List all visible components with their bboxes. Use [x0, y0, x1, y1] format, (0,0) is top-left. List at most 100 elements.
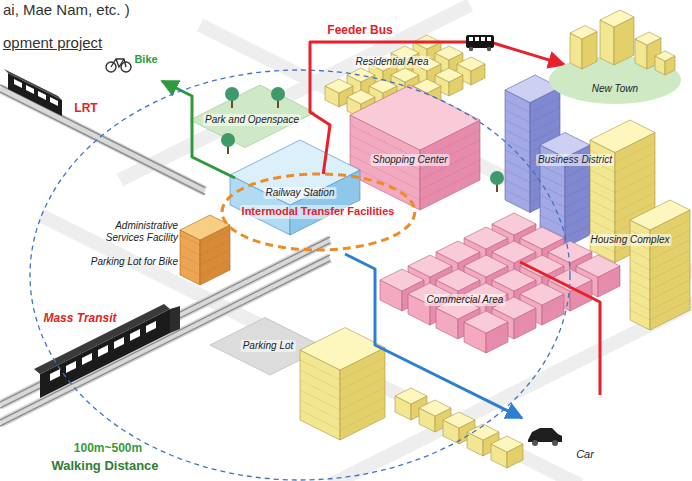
floor-line — [540, 175, 590, 188]
floor-line — [505, 118, 560, 133]
building-face — [350, 85, 480, 150]
transfer-zone: Intermodal Transfer Facilities — [220, 172, 417, 252]
area-label: Mass Transit — [43, 311, 116, 325]
building-face — [457, 57, 485, 71]
building-block — [230, 140, 360, 235]
floor-line — [630, 290, 690, 310]
car-wheel — [552, 440, 558, 446]
train-window — [50, 369, 60, 381]
mass-transit-front — [170, 306, 180, 333]
building-face — [391, 68, 419, 82]
bike-frame — [116, 59, 124, 67]
bus-window — [469, 37, 473, 41]
building-face — [492, 213, 536, 235]
building-block — [300, 328, 385, 441]
bike-icon — [106, 59, 131, 72]
train-window — [146, 321, 156, 333]
bike-frame — [111, 59, 126, 67]
floor-line — [630, 300, 690, 320]
zone-label: Intermodal Transfer Facilities — [240, 205, 397, 218]
area-label: Residential Area — [353, 56, 430, 68]
floor-line — [540, 185, 590, 198]
building-face — [548, 241, 592, 263]
building-block — [350, 85, 480, 210]
train-window — [114, 337, 124, 349]
area-label: Railway Station — [264, 187, 337, 199]
building-face — [655, 51, 675, 61]
floor-line — [540, 195, 590, 208]
transfer-outline — [222, 174, 415, 250]
building-block — [655, 51, 675, 75]
building-face — [464, 255, 508, 277]
area-label: 100m~500m — [72, 441, 144, 455]
building-face — [464, 311, 508, 333]
building-face — [520, 227, 564, 249]
tree-crown — [225, 87, 239, 101]
park-area — [190, 85, 315, 148]
tree-crown — [271, 87, 285, 101]
floor-line — [630, 270, 690, 290]
area-label: Commercial Area — [425, 294, 506, 306]
building-block — [570, 26, 597, 70]
town-buildings — [570, 10, 675, 75]
building-block — [180, 215, 230, 285]
building-face — [464, 227, 508, 249]
floor-line — [630, 280, 690, 300]
building-face — [600, 20, 614, 65]
area-label: opment project — [3, 34, 102, 52]
bus-body — [466, 35, 494, 48]
building-face — [435, 68, 463, 82]
building-face — [436, 269, 480, 291]
bus-window — [475, 37, 479, 41]
building-face — [325, 79, 353, 93]
car-wheel — [532, 440, 538, 446]
building-face — [230, 140, 360, 205]
bus-window — [487, 37, 491, 41]
area-label: Parking Lot — [241, 340, 296, 352]
area-label: Administrative Services Facility — [92, 220, 178, 244]
building-face — [436, 241, 480, 263]
building-face — [369, 79, 397, 93]
train-window — [130, 329, 140, 341]
illustration-top — [4, 69, 600, 480]
building-face — [600, 10, 634, 27]
tree-crown — [490, 171, 504, 185]
rail-bed — [0, 258, 330, 423]
building-face — [491, 436, 523, 452]
floor-line — [540, 215, 590, 228]
rail-track — [0, 237, 330, 426]
building-face — [505, 90, 530, 213]
car-icon — [528, 428, 562, 446]
rail-track — [0, 85, 205, 195]
building-face — [408, 255, 452, 277]
building-face — [347, 90, 375, 104]
zone-label: New Town — [592, 83, 638, 95]
route-label: Feeder Bus — [325, 23, 394, 37]
bike-route-arrow — [162, 81, 235, 178]
building-block — [600, 10, 634, 65]
area-label: Business District — [536, 154, 614, 166]
train-window — [38, 91, 46, 100]
floor-line — [590, 193, 655, 213]
floor-line — [540, 205, 590, 218]
area-label: Housing Complex — [589, 234, 672, 246]
train-window — [66, 361, 76, 373]
floor-line — [630, 260, 690, 280]
bus-route-arrow — [310, 42, 564, 174]
area-label: Bike — [134, 53, 157, 66]
train-window — [82, 353, 92, 365]
area-label: Walking Distance — [49, 458, 160, 474]
train-window — [26, 85, 34, 94]
area-label: Park and Openspace — [203, 114, 301, 126]
train-window — [50, 97, 58, 106]
building-face — [576, 255, 620, 277]
floor-line — [630, 250, 690, 270]
floor-line — [590, 173, 655, 193]
rail-bed — [0, 89, 205, 192]
building-face — [395, 388, 427, 404]
building-face — [380, 269, 424, 291]
building-face — [347, 68, 375, 82]
building-face — [520, 283, 564, 305]
area-label: Parking Lot for Bike — [91, 256, 178, 268]
building-block — [464, 311, 508, 353]
